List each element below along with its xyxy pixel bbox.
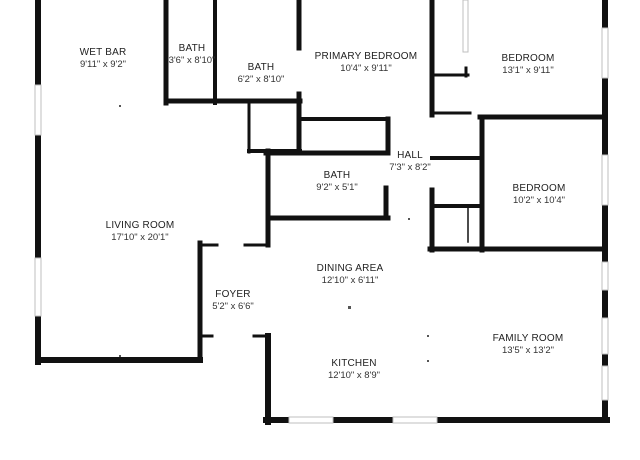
room-labels: WET BAR 9'11" x 9'2" BATH 3'6" x 8'10" B… xyxy=(80,43,566,381)
window xyxy=(462,0,469,53)
window xyxy=(601,27,609,79)
window xyxy=(601,317,609,355)
room-dims-living-room: 17'10" x 20'1" xyxy=(111,232,168,243)
window xyxy=(34,84,42,136)
room-label-bath-3: BATH xyxy=(324,170,351,181)
window xyxy=(601,261,609,291)
window xyxy=(288,416,334,424)
room-label-foyer: FOYER xyxy=(215,289,250,300)
room-label-family-room: FAMILY ROOM xyxy=(493,333,564,344)
marker xyxy=(119,355,121,357)
marker xyxy=(427,335,429,337)
room-label-bath-2: BATH xyxy=(248,62,275,73)
window xyxy=(392,416,438,424)
room-dims-hall: 7'3" x 8'2" xyxy=(389,162,431,173)
room-label-living-room: LIVING ROOM xyxy=(106,220,175,231)
room-label-primary-bedroom: PRIMARY BEDROOM xyxy=(315,51,418,62)
room-label-wet-bar: WET BAR xyxy=(80,47,127,58)
room-dims-dining-area: 12'10" x 6'11" xyxy=(322,275,379,286)
room-label-bath-1: BATH xyxy=(179,43,206,54)
room-label-hall: HALL xyxy=(397,150,423,161)
marker xyxy=(348,306,351,309)
window xyxy=(34,257,42,317)
room-label-bedroom-2: BEDROOM xyxy=(512,183,565,194)
room-dims-wet-bar: 9'11" x 9'2" xyxy=(80,59,126,70)
window xyxy=(601,365,609,401)
room-dims-foyer: 5'2" x 6'6" xyxy=(212,301,254,312)
marker xyxy=(427,360,429,362)
room-dims-kitchen: 12'10" x 8'9" xyxy=(328,370,380,381)
marker xyxy=(408,218,410,220)
room-label-kitchen: KITCHEN xyxy=(331,358,376,369)
room-dims-family-room: 13'5" x 13'2" xyxy=(502,345,554,356)
room-dims-primary-bedroom: 10'4" x 9'11" xyxy=(340,63,391,74)
window xyxy=(601,154,609,206)
marker xyxy=(119,105,121,107)
room-dims-bedroom-2: 10'2" x 10'4" xyxy=(513,195,565,206)
room-dims-bath-1: 3'6" x 8'10" xyxy=(169,55,216,66)
room-label-dining-area: DINING AREA xyxy=(317,263,384,274)
room-label-bedroom-1: BEDROOM xyxy=(501,53,554,64)
plan-markers xyxy=(119,105,429,362)
windows xyxy=(34,0,609,424)
room-dims-bath-2: 6'2" x 8'10" xyxy=(238,74,285,85)
room-dims-bedroom-1: 13'1" x 9'11" xyxy=(502,65,553,76)
room-dims-bath-3: 9'2" x 5'1" xyxy=(316,182,358,193)
